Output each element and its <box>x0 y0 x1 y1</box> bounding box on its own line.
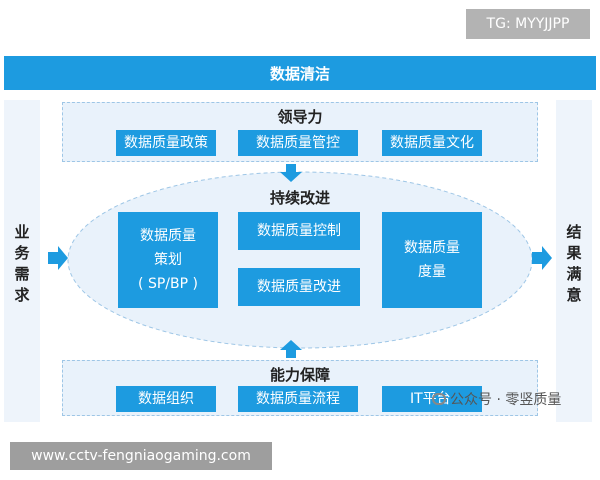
arrow-right-icon-right <box>532 246 552 270</box>
leadership-title: 领导力 <box>277 108 323 126</box>
right-column <box>556 100 592 422</box>
watermark-top: TG: MYYJJPP <box>466 9 590 39</box>
wechat-icon <box>432 393 446 405</box>
left-label: 业务 需求 <box>14 223 30 304</box>
measure-box: 数据质量 度量 <box>382 212 482 308</box>
capability-title: 能力保障 <box>269 366 330 384</box>
leadership-item-culture: 数据质量文化 <box>382 130 482 156</box>
right-label: 结果 满意 <box>566 223 582 304</box>
leadership-item-policy: 数据质量政策 <box>116 130 216 156</box>
wechat-logo: 公众号 · 零竖质量 <box>432 388 561 410</box>
leadership-item-control: 数据质量管控 <box>238 130 358 156</box>
header-bar: 数据清洁 <box>4 56 596 90</box>
improve-box: 数据质量改进 <box>238 268 360 306</box>
arrow-up-icon <box>280 340 302 358</box>
control-box: 数据质量控制 <box>238 212 360 250</box>
arrow-down-icon <box>280 164 302 182</box>
arrow-right-icon-left <box>48 246 68 270</box>
improvement-title: 持续改进 <box>269 189 330 207</box>
left-column <box>4 100 40 422</box>
capability-item-process: 数据质量流程 <box>238 386 358 412</box>
watermark-bottom: www.cctv-fengniaogaming.com <box>10 442 272 470</box>
capability-item-org: 数据组织 <box>116 386 216 412</box>
planning-box: 数据质量 策划 ( SP/BP ) <box>118 212 218 308</box>
